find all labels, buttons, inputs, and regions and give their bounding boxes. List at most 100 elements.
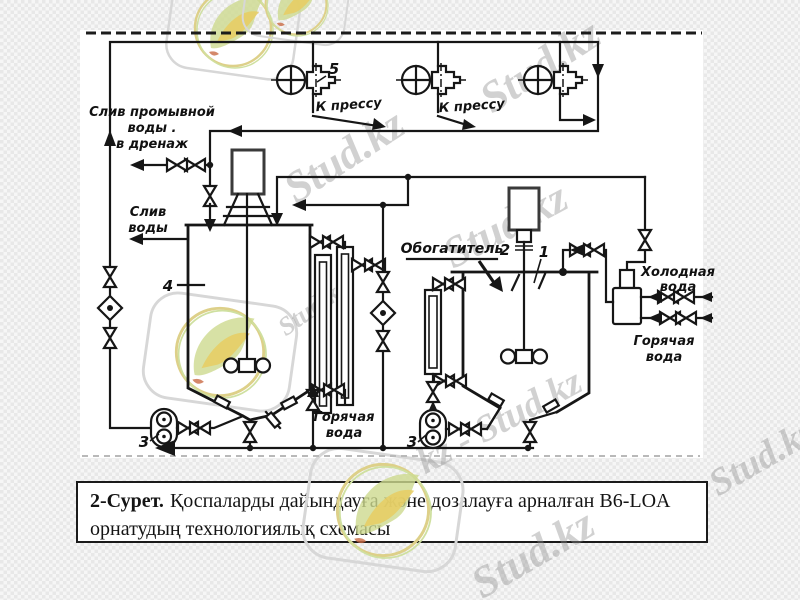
agitator-motor bbox=[507, 186, 541, 232]
tank2-heat-exchanger bbox=[423, 276, 468, 414]
label-drain-water: Слив bbox=[130, 205, 166, 220]
centrifugal-pump-icon bbox=[394, 61, 468, 99]
label-to-press-2: К прессу bbox=[438, 97, 506, 117]
valve-icon bbox=[447, 421, 471, 437]
agitator-motor bbox=[230, 148, 266, 196]
valve-icon bbox=[432, 373, 456, 389]
label-hot-water-mid: вода bbox=[326, 426, 362, 441]
mixing-tank-4: 4 bbox=[162, 148, 314, 450]
valve-icon bbox=[308, 234, 332, 250]
frame-fittings bbox=[96, 265, 124, 350]
gear-pump-icon bbox=[149, 407, 179, 449]
arrow-up-icon bbox=[104, 130, 116, 146]
label-hot-water-right: Горячая bbox=[634, 334, 695, 349]
watermark-logo bbox=[161, 0, 305, 84]
arrow-down-icon bbox=[592, 64, 604, 78]
valve-icon bbox=[656, 289, 680, 305]
flange-icon bbox=[264, 411, 282, 429]
label-enricher: Обогатитель bbox=[401, 241, 504, 257]
valve-icon bbox=[444, 373, 468, 389]
valve-icon bbox=[309, 382, 333, 398]
flange-icon bbox=[280, 395, 298, 411]
gear-pump-icon bbox=[418, 408, 448, 450]
label-pump-3-mid: 3 bbox=[407, 433, 417, 451]
arrow-left-icon bbox=[700, 292, 712, 302]
figure-caption-box: 2-Сурет.Қоспаларды дайындауға және дозал… bbox=[76, 481, 708, 543]
sight-glass-icon bbox=[96, 294, 124, 322]
centrifugal-pump-icon bbox=[516, 61, 590, 99]
valve-icon bbox=[431, 276, 455, 292]
arrow-up-icon bbox=[307, 384, 319, 397]
arrow-down-icon bbox=[204, 219, 216, 232]
valve-icon bbox=[183, 157, 207, 173]
arrow-left-icon bbox=[570, 244, 584, 256]
arrow-right-icon bbox=[372, 118, 386, 130]
wash-water-drain: Слив промывной воды . в дренаж bbox=[89, 105, 215, 173]
label-vessel-1: 1 bbox=[539, 243, 549, 261]
valve-icon bbox=[322, 382, 346, 398]
label-cold-water: вода bbox=[660, 280, 696, 295]
water-mixer bbox=[611, 286, 643, 326]
flange-icon bbox=[487, 392, 505, 408]
arrow-right-icon bbox=[583, 114, 596, 126]
arrow-down-icon bbox=[271, 213, 283, 226]
flange-icon bbox=[213, 394, 231, 410]
watermark-logo bbox=[138, 287, 302, 417]
arrow-left-icon bbox=[129, 233, 143, 245]
valve-icon bbox=[321, 234, 345, 250]
arrow-left-icon bbox=[648, 291, 662, 303]
valve-icon bbox=[375, 329, 391, 353]
arrow-down-right-icon bbox=[489, 276, 503, 292]
gear-pump-mid: 3 bbox=[407, 406, 502, 451]
label-cold-water: Холодная bbox=[640, 265, 715, 280]
bottom-header bbox=[155, 440, 535, 456]
valve-icon bbox=[425, 380, 441, 404]
arrow-right-icon bbox=[462, 119, 476, 130]
impeller bbox=[237, 357, 257, 374]
label-hot-water-mid: Горячая bbox=[314, 410, 375, 425]
valve-icon bbox=[102, 265, 118, 289]
centrifugal-pump-icon bbox=[269, 61, 343, 99]
gear-pump-left: 3 bbox=[139, 407, 245, 451]
dosing-column bbox=[292, 173, 412, 450]
arrow-left-icon bbox=[700, 313, 712, 323]
valve-icon bbox=[658, 310, 682, 326]
label-agitator-2: 2 bbox=[500, 241, 510, 259]
watermark-text: Stud.kz bbox=[471, 9, 609, 123]
valve-icon bbox=[202, 184, 218, 208]
valve-icon bbox=[672, 289, 696, 305]
process-schematic: 5 К прессу К прессу Слив промывной воды … bbox=[82, 31, 715, 457]
label-drain-wash: в дренаж bbox=[116, 137, 189, 152]
valve-icon bbox=[674, 310, 698, 326]
figure-caption-text: Қоспаларды дайындауға және дозалауға арн… bbox=[90, 490, 670, 540]
hot-water-riser: Горячая вода bbox=[305, 384, 375, 450]
arrow-left-icon bbox=[228, 125, 242, 137]
label-tank-4: 4 bbox=[162, 277, 173, 295]
valve-icon bbox=[176, 420, 200, 436]
impeller bbox=[514, 348, 534, 365]
flange-icon bbox=[542, 398, 560, 414]
label-hot-water-right: вода bbox=[646, 350, 682, 365]
tank-water-drain: Слив воды bbox=[128, 205, 190, 245]
watermark-logo bbox=[239, 0, 353, 49]
press-pumps-section: 5 К прессу К прессу bbox=[269, 40, 596, 130]
mixer-valve-body bbox=[618, 268, 636, 290]
valve-icon bbox=[637, 228, 653, 252]
main-pipe-frame bbox=[104, 40, 604, 430]
valve-icon bbox=[375, 270, 391, 294]
arrow-left-icon bbox=[648, 312, 662, 324]
valve-icon bbox=[443, 276, 467, 292]
label-pump-5: 5 bbox=[329, 60, 339, 78]
diagram-paper bbox=[80, 30, 703, 458]
arrow-left-icon bbox=[155, 440, 175, 456]
arrow-up-icon bbox=[428, 401, 438, 412]
valve-icon bbox=[568, 242, 592, 258]
valve-icon bbox=[350, 257, 374, 273]
arrow-left-icon bbox=[130, 159, 144, 171]
label-drain-wash: воды . bbox=[128, 121, 177, 136]
valve-icon bbox=[459, 421, 483, 437]
arrow-left-icon bbox=[292, 199, 306, 211]
tank4-heat-exchanger bbox=[308, 234, 387, 415]
figure-label: 2-Сурет. bbox=[90, 490, 164, 512]
